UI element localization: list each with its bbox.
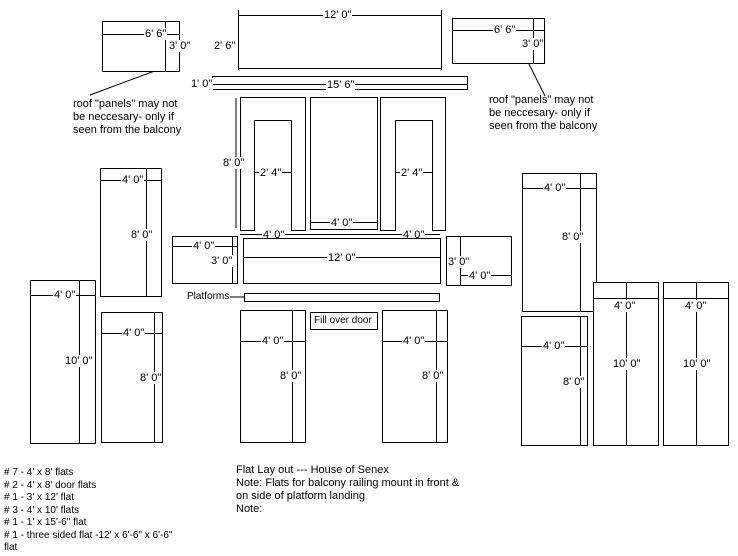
- railing-flat-left-height: 3' 0": [210, 255, 234, 267]
- flat-left-lower-width: 4' 0": [122, 327, 146, 339]
- roof-right-width: 6' 6": [493, 24, 517, 36]
- platforms-label: Platforms: [186, 291, 231, 303]
- door-base-line: [240, 234, 440, 235]
- flat-right-upper-width: 4' 0": [543, 182, 567, 194]
- legend-line: flat: [4, 542, 18, 553]
- roof-panel-left-dim-line: [102, 34, 180, 35]
- railing-flat-right-width: 4' 0": [468, 270, 492, 282]
- legend-line: # 3 - 4' x 10' flats: [4, 504, 79, 516]
- beam-width: 15' 6": [326, 79, 356, 91]
- flat-right-upper-height: 8' 0": [561, 231, 585, 243]
- flat-right-lower-height: 8' 0": [562, 376, 586, 388]
- railing-flat-right-height: 3' 0": [447, 256, 471, 268]
- roof-note-right-pointer: [526, 59, 546, 97]
- flat-center-left-height: 8' 0": [279, 370, 303, 382]
- flat-center-right-height: 8' 0": [421, 370, 445, 382]
- flat-left-upper-width: 4' 0": [121, 174, 145, 186]
- note-line-2: on side of platform landing: [236, 490, 366, 502]
- flat-far-left-height: 10' 0": [64, 355, 94, 367]
- flat-count-legend: # 7 - 4' x 8' flats # 2 - 4' x 8' door f…: [4, 467, 172, 555]
- flat-far-left-width: 4' 0": [53, 289, 77, 301]
- door-left-width: 2' 4": [259, 167, 283, 179]
- flat-right-mid-height: 10' 0": [612, 358, 642, 370]
- layout-title: Flat Lay out --- House of Senex: [236, 464, 389, 476]
- fill-over-door-label: Fill over door: [313, 315, 373, 327]
- roof-panel-left-dim-line-v: [165, 21, 166, 72]
- roof-note-left: roof "panels" may not be neccesary- only…: [73, 98, 182, 136]
- layout-notes: Flat Lay out --- House of Senex Note: Fl…: [236, 464, 459, 516]
- flat-center-left-width: 4' 0": [261, 335, 285, 347]
- flat-left-upper-height: 8' 0": [130, 229, 154, 241]
- legend-line: # 1 - 3' x 12' flat: [4, 492, 74, 503]
- note-line-1: Note: Flats for balcony railing mount in…: [236, 477, 460, 489]
- flat-right-upper: [522, 173, 597, 312]
- beam-height: 1' 0": [190, 78, 214, 90]
- center-panel-width: 4' 0": [330, 217, 354, 229]
- legend-line: # 2 - 4' x 8' door flats: [4, 479, 97, 491]
- roof-left-width: 6' 6": [144, 28, 168, 40]
- roof-right-height: 3' 0": [521, 38, 545, 50]
- flat-far-right-width: 4' 0": [684, 300, 708, 312]
- pediment-height: 2' 6": [213, 40, 237, 52]
- flat-far-right-height: 10' 0": [682, 358, 712, 370]
- pediment-left-edge: [238, 10, 239, 70]
- legend-line: # 1 - 1' x 15'-6" flat: [4, 517, 87, 528]
- pediment-right-edge: [441, 10, 442, 70]
- roof-left-height: 3' 0": [168, 40, 192, 52]
- door-right-width: 2' 4": [400, 167, 424, 179]
- legend-line: # 7 - 4' x 8' flats: [4, 467, 74, 478]
- note-line-3: Note:: [236, 503, 263, 515]
- pediment-base: [238, 15, 442, 69]
- pediment-width: 12' 0": [323, 9, 353, 21]
- wall-center-panel: [310, 97, 378, 230]
- roof-note-right: roof "panels" may not be neccesary- only…: [489, 94, 598, 132]
- wall-height: 8' 0": [222, 157, 246, 169]
- flat-right-lower-width: 4' 0": [542, 340, 566, 352]
- legend-line: # 1 - three sided flat -12' x 6'-6" x 6'…: [4, 529, 173, 541]
- railing-flat-left-width: 4' 0": [192, 240, 216, 252]
- flat-right-mid-width: 4' 0": [613, 300, 637, 312]
- flat-left-lower-height: 8' 0": [139, 372, 163, 384]
- landing-width: 12' 0": [327, 252, 357, 264]
- flat-center-right-width: 4' 0": [402, 335, 426, 347]
- platform-strip: [244, 293, 440, 302]
